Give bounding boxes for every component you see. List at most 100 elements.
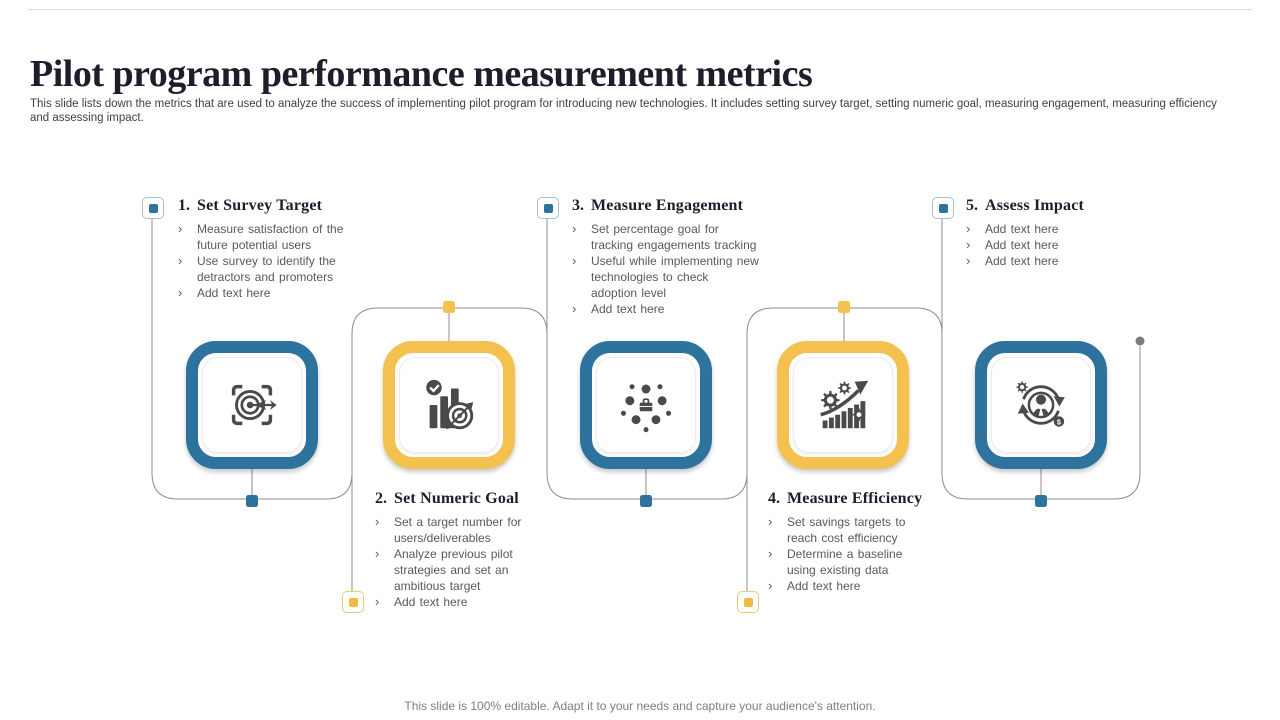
step-1-marker: [142, 197, 164, 219]
marker-dot: [938, 203, 948, 213]
bullet-glyph: ›: [768, 546, 773, 561]
bullet-glyph: ›: [572, 253, 577, 268]
icon-panel: $: [992, 358, 1090, 452]
list-item: › Useful while implementing new technolo…: [572, 253, 759, 301]
step-1-header: 1. Set Survey Target: [178, 197, 343, 215]
bullet-text: Add text here: [985, 253, 1058, 269]
step-4-text-block: 4. Measure Efficiency › Set savings targ…: [768, 490, 922, 594]
step-5-text-block: 5. Assess Impact › Add text here › Add t…: [966, 197, 1084, 269]
step-number: 4.: [768, 490, 780, 507]
bullet-text: Add text here: [985, 237, 1058, 253]
list-item: › Add text here: [572, 301, 759, 317]
bullet-text: Set a target number for users/deliverabl…: [394, 514, 521, 546]
bullet-line: Add text here: [985, 238, 1059, 252]
step-4-bullets: › Set savings targets to reach cost effi…: [768, 514, 922, 594]
bullet-line: Add text here: [197, 286, 271, 300]
bullet-glyph: ›: [966, 237, 971, 252]
bullet-line: Useful while implementing new: [591, 254, 759, 268]
bullet-glyph: ›: [768, 514, 773, 529]
node-square-yellow: [838, 301, 850, 313]
bullet-glyph: ›: [375, 514, 380, 529]
icon-panel: [794, 358, 892, 452]
step-number: 5.: [966, 197, 978, 214]
bullet-line: detractors and promoters: [197, 270, 334, 284]
page-title: Pilot program performance measurement me…: [30, 53, 813, 96]
team-briefcase-icon: [620, 384, 672, 433]
marker-dot: [348, 597, 358, 607]
icon-panel: [400, 358, 498, 452]
bullet-glyph: ›: [572, 221, 577, 236]
bullet-line: Analyze previous pilot: [394, 547, 513, 561]
list-item: › Add text here: [768, 578, 922, 594]
bar-chart-target-icon: [426, 379, 474, 430]
bullet-glyph: ›: [178, 221, 183, 236]
step-3-header: 3. Measure Engagement: [572, 197, 759, 215]
step-3-bullets: › Set percentage goal for tracking engag…: [572, 221, 759, 317]
bullet-glyph: ›: [572, 301, 577, 316]
bullet-text: Add text here: [197, 285, 270, 301]
step-3-icon-box: [580, 341, 712, 469]
icon-panel: [203, 358, 301, 452]
bullet-text: Use survey to identify the detractors an…: [197, 253, 336, 285]
bullet-glyph: ›: [375, 546, 380, 561]
step-title: Set Numeric Goal: [394, 490, 519, 507]
list-item: › Add text here: [966, 221, 1084, 237]
bullet-line: ambitious target: [394, 579, 481, 593]
bullet-line: Set percentage goal for: [591, 222, 719, 236]
bullet-text: Set savings targets to reach cost effici…: [787, 514, 905, 546]
marker-dot: [148, 203, 158, 213]
list-item: › Use survey to identify the detractors …: [178, 253, 343, 285]
step-2-icon-box: [383, 341, 515, 469]
step-title: Measure Efficiency: [787, 490, 923, 507]
step-3-marker: [537, 197, 559, 219]
bullet-line: Use survey to identify the: [197, 254, 336, 268]
svg-text:$: $: [1057, 417, 1061, 426]
step-number: 2.: [375, 490, 387, 507]
step-2-bullets: › Set a target number for users/delivera…: [375, 514, 521, 610]
bullet-line: Add text here: [985, 254, 1059, 268]
bullet-glyph: ›: [178, 253, 183, 268]
list-item: › Determine a baseline using existing da…: [768, 546, 922, 578]
bullet-line: reach cost efficiency: [787, 531, 898, 545]
bullet-line: using existing data: [787, 563, 889, 577]
node-square-blue: [246, 495, 258, 507]
list-item: › Set percentage goal for tracking engag…: [572, 221, 759, 253]
list-item: › Add text here: [966, 253, 1084, 269]
bullet-text: Measure satisfaction of the future poten…: [197, 221, 343, 253]
bullet-text: Analyze previous pilot strategies and se…: [394, 546, 513, 594]
bullet-line: tracking engagements tracking: [591, 238, 757, 252]
list-item: › Add text here: [178, 285, 343, 301]
list-item: › Add text here: [375, 594, 521, 610]
bullet-line: Add text here: [591, 302, 665, 316]
step-4-icon-box: [777, 341, 909, 469]
footer-note: This slide is 100% editable. Adapt it to…: [404, 699, 876, 713]
target-dart-icon: [231, 384, 277, 426]
step-5-icon-box: $: [975, 341, 1107, 469]
bullet-line: Add text here: [394, 595, 468, 609]
person-cycle-icon: $: [1016, 381, 1065, 427]
bullet-glyph: ›: [375, 594, 380, 609]
bullet-glyph: ›: [178, 285, 183, 300]
list-item: › Add text here: [966, 237, 1084, 253]
step-5-header: 5. Assess Impact: [966, 197, 1084, 215]
list-item: › Set savings targets to reach cost effi…: [768, 514, 922, 546]
step-title: Measure Engagement: [591, 197, 744, 214]
bullet-line: users/deliverables: [394, 531, 491, 545]
bullet-text: Determine a baseline using existing data: [787, 546, 902, 578]
bullet-line: strategies and set an: [394, 563, 509, 577]
step-4-marker: [737, 591, 759, 613]
list-item: › Analyze previous pilot strategies and …: [375, 546, 521, 594]
bullet-line: Measure satisfaction of the: [197, 222, 344, 236]
bullet-line: technologies to check: [591, 270, 709, 284]
step-2-text-block: 2. Set Numeric Goal › Set a target numbe…: [375, 490, 521, 610]
node-square-blue: [1035, 495, 1047, 507]
bullet-text: Set percentage goal for tracking engagem…: [591, 221, 756, 253]
node-square-blue: [640, 495, 652, 507]
bullet-text: Add text here: [787, 578, 860, 594]
step-1-text-block: 1. Set Survey Target › Measure satisfact…: [178, 197, 343, 301]
bullet-line: adoption level: [591, 286, 667, 300]
step-title: Set Survey Target: [197, 197, 323, 214]
bullet-glyph: ›: [966, 253, 971, 268]
slide-top-rule: [28, 9, 1252, 10]
list-item: › Set a target number for users/delivera…: [375, 514, 521, 546]
